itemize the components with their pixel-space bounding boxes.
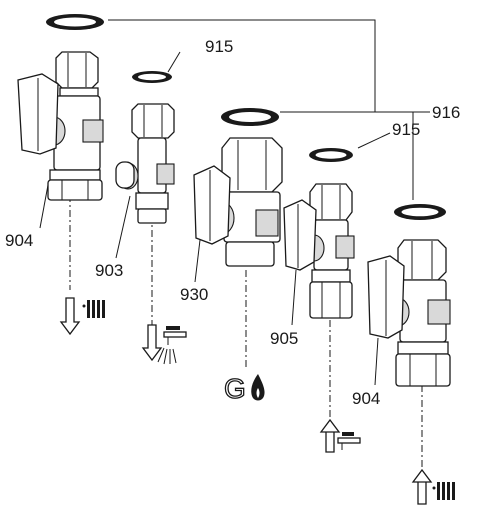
- radiator-icon: [59, 297, 105, 336]
- label-904-left: 904: [5, 231, 33, 250]
- washer-915-lower: [309, 148, 353, 162]
- label-905: 905: [270, 329, 298, 348]
- valve-905: [283, 183, 355, 319]
- label-916: 916: [432, 103, 460, 122]
- leader-lines: [39, 19, 430, 386]
- gas-letter: G: [224, 373, 246, 404]
- washer-top-left: [46, 14, 104, 30]
- washer-915-upper: [132, 71, 172, 83]
- gas-flame-icon: G: [223, 372, 265, 405]
- valve-903: [115, 103, 175, 224]
- part-labels: 915 915 916 904 903 930 905 904: [5, 37, 460, 408]
- valve-904-right: [367, 239, 451, 387]
- label-915-lower: 915: [392, 120, 420, 139]
- centerlines: [69, 195, 423, 470]
- label-903: 903: [95, 261, 123, 280]
- label-930: 930: [180, 285, 208, 304]
- label-915-upper: 915: [205, 37, 233, 56]
- tap-inlet-icon: [319, 418, 361, 453]
- radiator-icon: [411, 468, 455, 505]
- valve-904-left: [17, 51, 104, 201]
- tap-outlet-icon: [141, 324, 187, 365]
- washer-right: [394, 204, 446, 220]
- label-904-right: 904: [352, 389, 380, 408]
- valve-930: [193, 137, 283, 267]
- washer-gas: [221, 108, 279, 126]
